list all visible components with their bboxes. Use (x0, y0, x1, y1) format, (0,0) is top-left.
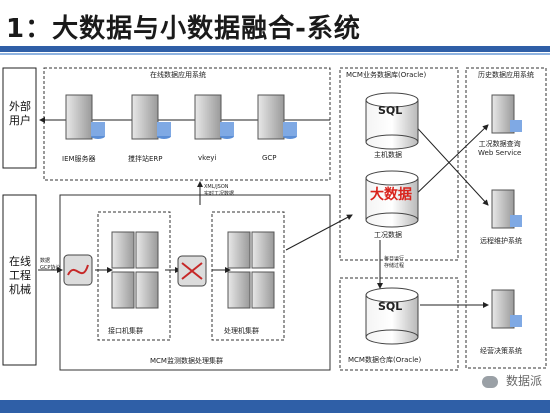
machinery-label: 在线 工程 机械 (9, 255, 31, 296)
arrow-to-bigdata (285, 214, 353, 251)
work-db-cylinder-icon (365, 170, 419, 228)
server-label-erp: 搅拌站ERP (128, 155, 163, 163)
processor-cluster-icon (227, 231, 275, 309)
processor-cluster-label: 处理机集群 (224, 327, 259, 335)
slide-title: 1：大数据与小数据融合-系统 (6, 14, 361, 44)
wechat-icon (482, 375, 499, 388)
history-server-icon-2 (491, 189, 522, 229)
server-label-vkeyi: vkeyi (198, 154, 217, 162)
external-user-label: 外部 用户 (9, 100, 31, 127)
host-db-cylinder-icon (365, 92, 419, 150)
gateway-icon (63, 254, 93, 286)
warehouse-label: MCM数据仓库(Oracle) (348, 356, 422, 364)
interface-cluster-box (97, 211, 171, 341)
data-in-label: 数据 GCP协议 (40, 258, 61, 271)
server-icon-gcp (257, 94, 297, 140)
host-sql-label: SQL (378, 104, 403, 117)
server-icon-erp (131, 94, 171, 140)
online-app-box-label: 在线数据应用系统 (150, 71, 206, 79)
server-label-iem: IEM服务器 (62, 155, 96, 163)
title-underline (0, 46, 550, 52)
server-icon-iem (65, 94, 105, 140)
router-icon (177, 255, 207, 287)
cluster-box-label: MCM监测数据处理集群 (150, 357, 223, 365)
history-item-1-label: 工况数据查询 Web Service (478, 140, 522, 157)
interface-cluster-label: 接口机集群 (108, 327, 143, 335)
server-icon-vkeyi (194, 94, 234, 140)
title-underline-light (0, 53, 550, 55)
interface-cluster-icon (111, 231, 159, 309)
machinery-box (2, 194, 37, 366)
warehouse-sql-label: SQL (378, 300, 403, 313)
server-label-gcp: GCP (262, 154, 277, 162)
history-box-label: 历史数据应用系统 (478, 71, 534, 79)
arrow-cross-2 (409, 124, 489, 201)
history-item-2-label: 远程维护系统 (480, 237, 522, 245)
work-data-label: 工况数据 (374, 231, 402, 239)
business-db-label: MCM业务数据库(Oracle) (346, 71, 427, 79)
xml-arrow-label: XML/JSON 实时工况数据 (204, 184, 235, 197)
history-box (465, 67, 547, 369)
footer-bar (0, 400, 550, 413)
history-item-3-label: 经营决策系统 (480, 347, 522, 355)
host-data-label: 主机数据 (374, 151, 402, 159)
warehouse-cylinder-icon (365, 287, 419, 345)
history-server-icon-1 (491, 94, 522, 134)
history-server-icon-3 (491, 289, 522, 329)
watermark-text: 数据派 (505, 374, 542, 388)
daily-label: 每日运行 存储过程 (384, 256, 405, 269)
bigdata-label: 大数据 (370, 187, 412, 203)
watermark: 数据派 (482, 372, 542, 389)
online-app-box (43, 67, 331, 181)
cluster-box (59, 194, 331, 371)
processor-cluster-box (211, 211, 285, 341)
external-user-box (2, 67, 37, 169)
